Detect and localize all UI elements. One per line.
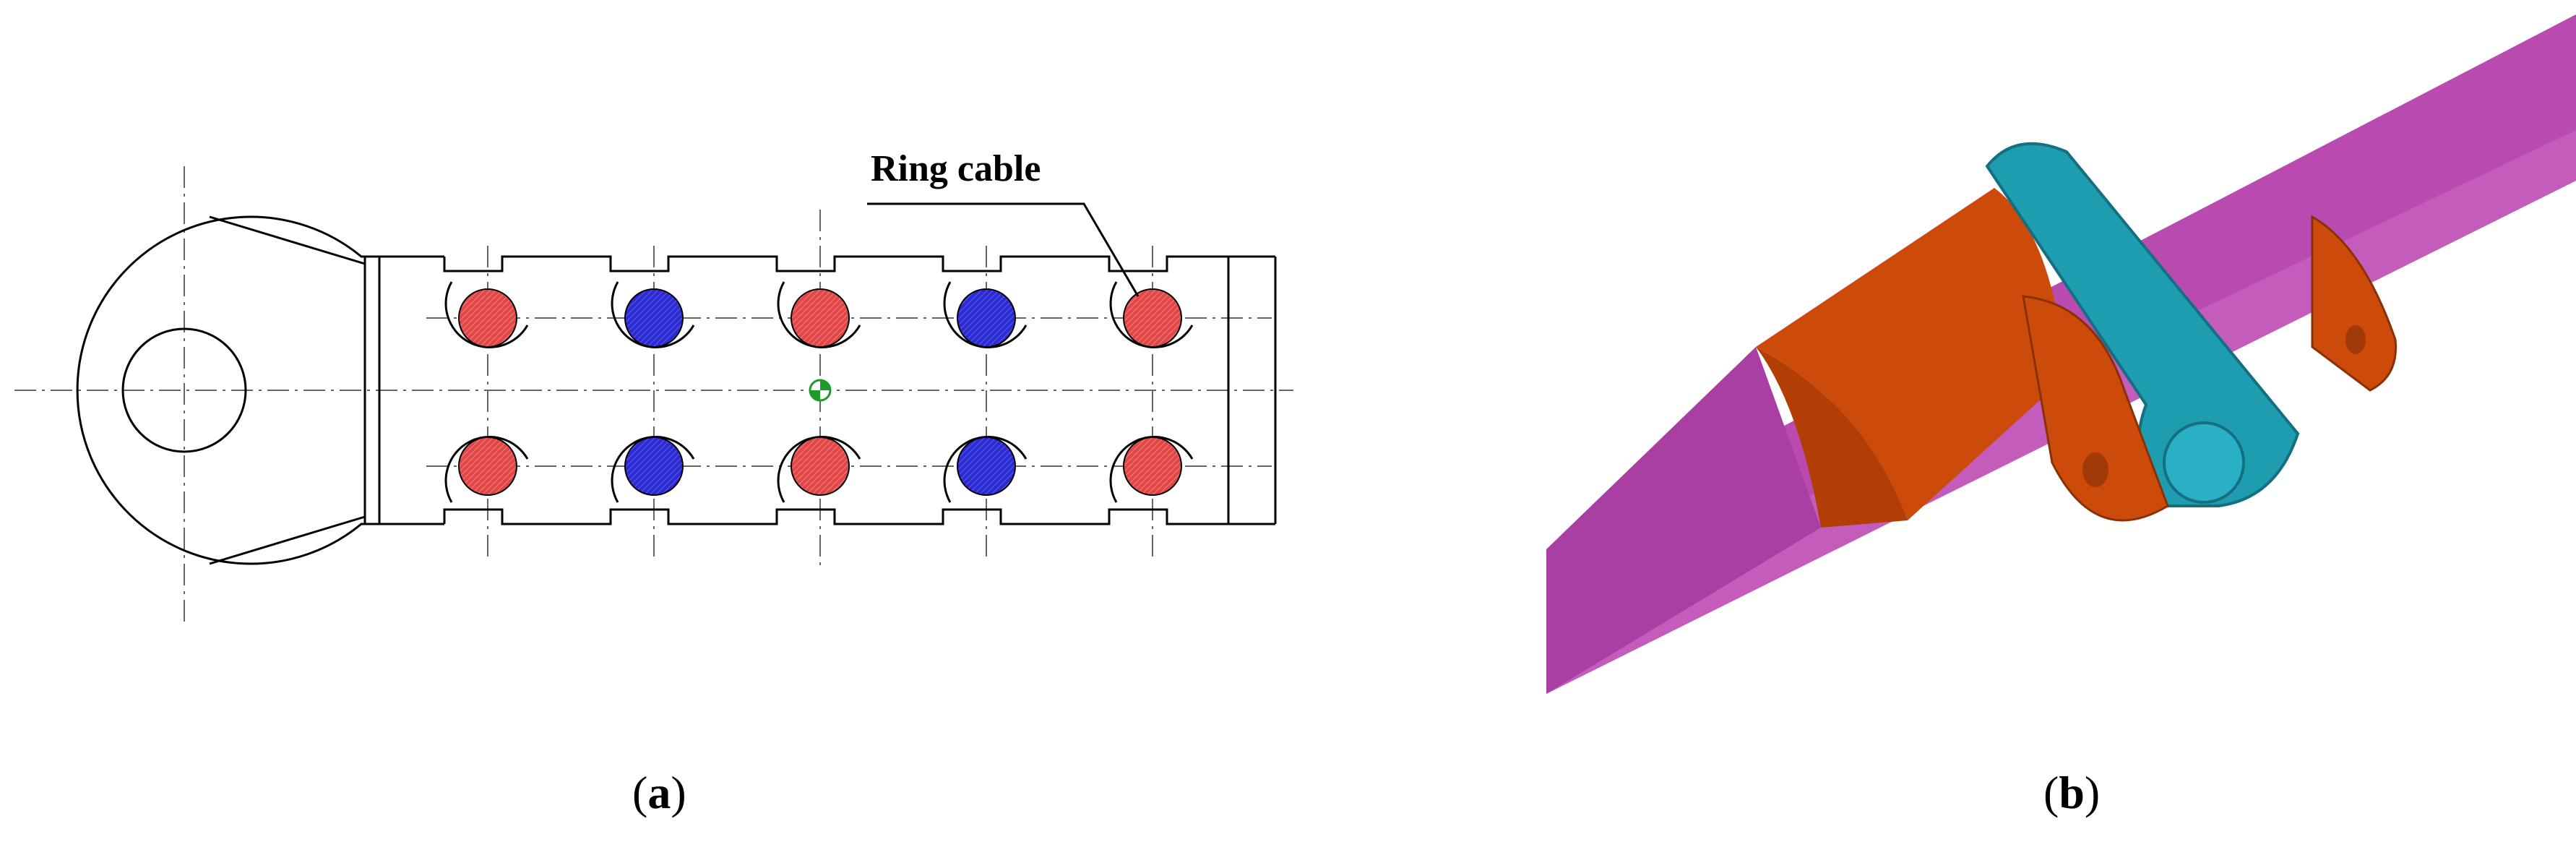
lug-left bbox=[2022, 295, 2169, 522]
body-plate bbox=[363, 255, 1277, 525]
groove-lip bbox=[444, 436, 529, 503]
groove-lip bbox=[444, 281, 529, 348]
cable-red bbox=[458, 288, 517, 348]
clamp-3d-render bbox=[1546, 14, 2576, 694]
cable-blue bbox=[624, 288, 684, 348]
ring-cable-annotation: Ring cable bbox=[867, 148, 1140, 297]
leader-line bbox=[867, 202, 1140, 297]
cable-blue bbox=[624, 437, 684, 496]
cable-blue bbox=[957, 288, 1016, 348]
clamp-sleeve bbox=[1756, 188, 2067, 520]
caption-a: (a) bbox=[632, 767, 686, 818]
cable-red bbox=[1123, 437, 1182, 496]
cable-red bbox=[791, 437, 850, 496]
groove-lip bbox=[943, 281, 1028, 348]
tube-front bbox=[1546, 347, 1821, 694]
cable-red bbox=[791, 288, 850, 348]
groove-lip bbox=[943, 436, 1028, 503]
groove-lip bbox=[777, 436, 861, 503]
ring-cable-label: Ring cable bbox=[871, 148, 1041, 189]
groove-lip bbox=[1109, 281, 1194, 348]
caption-b: (b) bbox=[2043, 767, 2101, 818]
lug-right bbox=[2311, 215, 2398, 392]
cable-holes bbox=[444, 281, 1194, 503]
center-mark bbox=[809, 379, 832, 402]
groove-lip bbox=[1109, 436, 1194, 503]
cross-section-drawing: Ring cable bbox=[14, 148, 1293, 622]
groove-lip bbox=[611, 436, 695, 503]
cable-red bbox=[1123, 288, 1182, 348]
groove-lip bbox=[777, 281, 861, 348]
lug-eye bbox=[76, 215, 366, 565]
cable-blue bbox=[957, 437, 1016, 496]
cable-grooves bbox=[443, 255, 1196, 525]
cable-red bbox=[458, 437, 517, 496]
groove-lip bbox=[611, 281, 695, 348]
